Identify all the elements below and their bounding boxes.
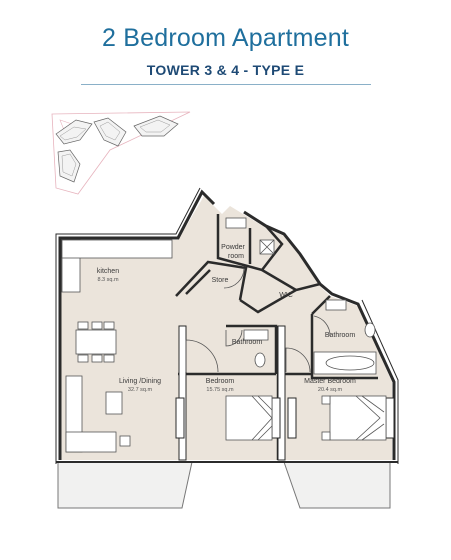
- bed-bedroom: [225, 395, 273, 441]
- title-divider: [81, 84, 371, 85]
- partition-wall-left: [178, 325, 187, 461]
- sofa: [65, 375, 131, 453]
- page-title: 2 Bedroom Apartment: [102, 24, 349, 52]
- partition-wall-right: [277, 325, 286, 461]
- key-plan-tower-2: [93, 117, 127, 147]
- room-label-powder: Powder room: [221, 244, 247, 260]
- doors: [185, 267, 331, 373]
- balcony: [57, 461, 391, 509]
- key-plan-tower-3: [133, 115, 179, 137]
- dining-table: [75, 321, 117, 363]
- key-plan-tower-4: [57, 149, 81, 183]
- room-label-living: Living /Dining: [119, 378, 161, 385]
- bed-master: [321, 395, 387, 441]
- key-plan: [51, 111, 191, 195]
- room-area-kitchen: 8.3 sq.m: [97, 277, 119, 283]
- room-label-kitchen: kitchen: [97, 268, 119, 275]
- bathroom-fixtures: [225, 217, 377, 375]
- room-area-bedroom: 15.75 sq.m: [206, 387, 234, 393]
- room-label-master: Master Bedroom: [304, 378, 356, 385]
- room-label-bedroom: Bedroom: [206, 378, 235, 385]
- room-label-bathroom-right: Bathroom: [325, 332, 356, 339]
- room-label-bathroom-middle: Bathroom: [232, 339, 263, 346]
- kitchen-counter: [61, 239, 173, 293]
- room-label-store: Store: [212, 277, 229, 284]
- room-label-powder-2: room: [228, 253, 244, 260]
- room-area-master: 20.4 sq.m: [318, 387, 343, 393]
- room-label-wic: WIC: [279, 292, 293, 299]
- room-labels: kitchen 8.3 sq.m Powder room Store WIC B…: [97, 244, 356, 393]
- key-plan-tower-1: [55, 119, 93, 145]
- floor-area: [60, 196, 392, 460]
- page-subtitle: TOWER 3 & 4 - TYPE E: [146, 62, 305, 78]
- room-label-powder-1: Powder: [221, 244, 245, 251]
- room-area-living: 32.7 sq.m: [128, 387, 153, 393]
